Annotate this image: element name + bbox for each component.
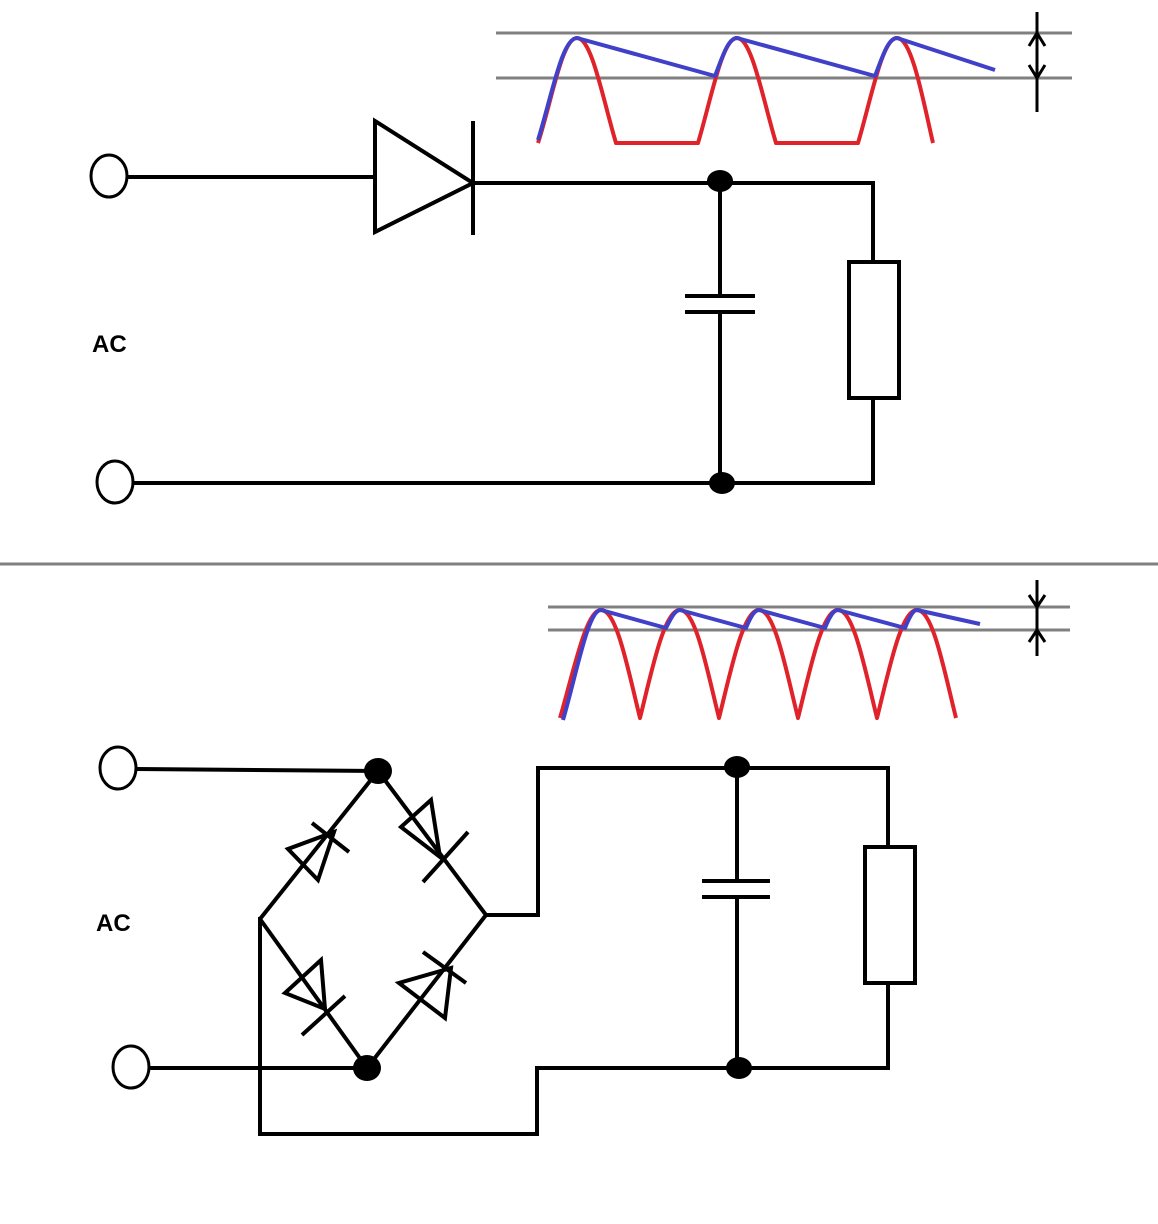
full-wave-filter-capacitor bbox=[702, 879, 770, 899]
ac-input-terminal-bottom bbox=[95, 459, 135, 505]
ac-input-terminal-bottom bbox=[111, 1044, 151, 1090]
junction-node bbox=[724, 756, 750, 778]
bridge-diode-upper-left bbox=[258, 769, 380, 921]
full-wave-wiring bbox=[134, 766, 890, 1136]
junction-node bbox=[707, 170, 733, 192]
junction-node bbox=[709, 472, 735, 494]
ac-input-terminal-top bbox=[89, 153, 129, 199]
ac-label: AC bbox=[92, 331, 127, 358]
half-wave-wiring bbox=[126, 175, 875, 485]
half-wave-ripple-curve bbox=[536, 36, 996, 141]
full-wave-ripple-curve bbox=[561, 608, 981, 721]
half-wave-load-resistor bbox=[847, 260, 901, 400]
ripple-dimension-marker bbox=[1027, 12, 1047, 112]
bridge-diode-upper-right bbox=[376, 769, 488, 917]
ac-label: AC bbox=[96, 910, 131, 937]
full-wave-load-resistor bbox=[863, 845, 917, 985]
bridge-diode-lower-left bbox=[258, 917, 369, 1070]
full-wave-bridge-rectifier: AC bbox=[96, 580, 1070, 1136]
half-wave-rectified-curve bbox=[536, 36, 935, 145]
junction-node bbox=[726, 1057, 752, 1079]
junction-node bbox=[353, 1055, 381, 1081]
half-wave-filter-capacitor bbox=[685, 294, 755, 314]
full-wave-waveform bbox=[548, 580, 1070, 721]
junction-node bbox=[364, 758, 392, 784]
bridge-diode-lower-right bbox=[365, 913, 488, 1070]
ripple-dimension-marker bbox=[1027, 580, 1047, 656]
half-wave-waveform bbox=[496, 12, 1072, 145]
ac-input-terminal-top bbox=[98, 745, 138, 791]
half-wave-diode bbox=[373, 117, 478, 236]
half-wave-rectifier: AC bbox=[89, 12, 1072, 505]
